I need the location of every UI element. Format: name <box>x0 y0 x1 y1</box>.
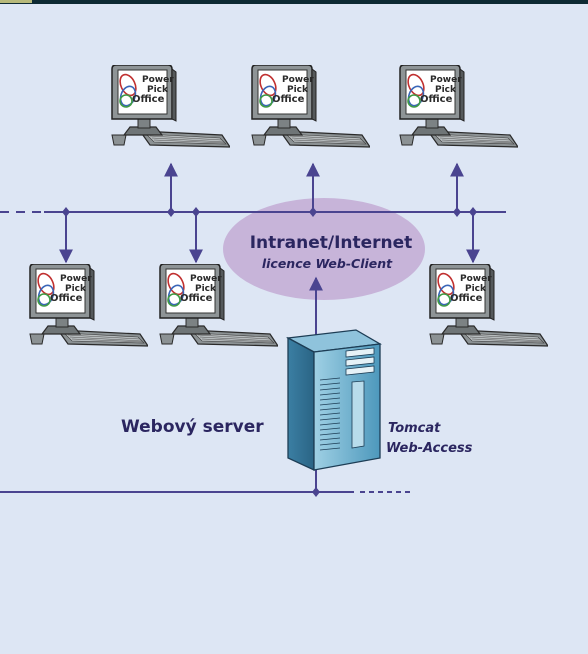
connectors <box>59 162 480 492</box>
server-software-line1: Tomcat <box>388 421 441 436</box>
junction-dots <box>62 207 477 497</box>
logo-line2: Pick <box>435 85 457 95</box>
logo-line3: Office <box>180 293 213 304</box>
logo-line3: Office <box>450 293 483 304</box>
logo-line1: Power <box>142 75 174 85</box>
workstation-bottom-2: Power Pick Office <box>160 264 278 346</box>
server-tower <box>285 329 382 472</box>
cloud-title: Intranet/Internet <box>250 233 413 253</box>
logo-line1: Power <box>460 274 492 284</box>
logo-line3: Office <box>132 94 165 105</box>
workstation-top-3: Power Pick Office <box>400 65 518 147</box>
logo-line1: Power <box>282 75 314 85</box>
top-bar-accent <box>0 0 32 3</box>
logo-line3: Office <box>272 94 305 105</box>
logo-line2: Pick <box>147 85 169 95</box>
logo-line3: Office <box>420 94 453 105</box>
logo-line2: Pick <box>195 284 217 294</box>
server-label: Webový server <box>121 417 264 437</box>
top-bar <box>0 0 588 4</box>
server-software-line2: Web-Access <box>386 441 473 456</box>
logo-line3: Office <box>50 293 83 304</box>
logo-line1: Power <box>60 274 92 284</box>
logo-line2: Pick <box>465 284 487 294</box>
workstation-bottom-3: Power Pick Office <box>430 264 548 346</box>
logo-line1: Power <box>190 274 222 284</box>
workstation-top-2: Power Pick Office <box>252 65 370 147</box>
cloud-subtitle: licence Web-Client <box>262 256 393 271</box>
workstation-bottom-1: Power Pick Office <box>30 264 148 346</box>
logo-line2: Pick <box>65 284 87 294</box>
logo-line1: Power <box>430 75 462 85</box>
network-cloud <box>223 198 425 300</box>
logo-line2: Pick <box>287 85 309 95</box>
workstation-top-1: Power Pick Office <box>112 65 230 147</box>
